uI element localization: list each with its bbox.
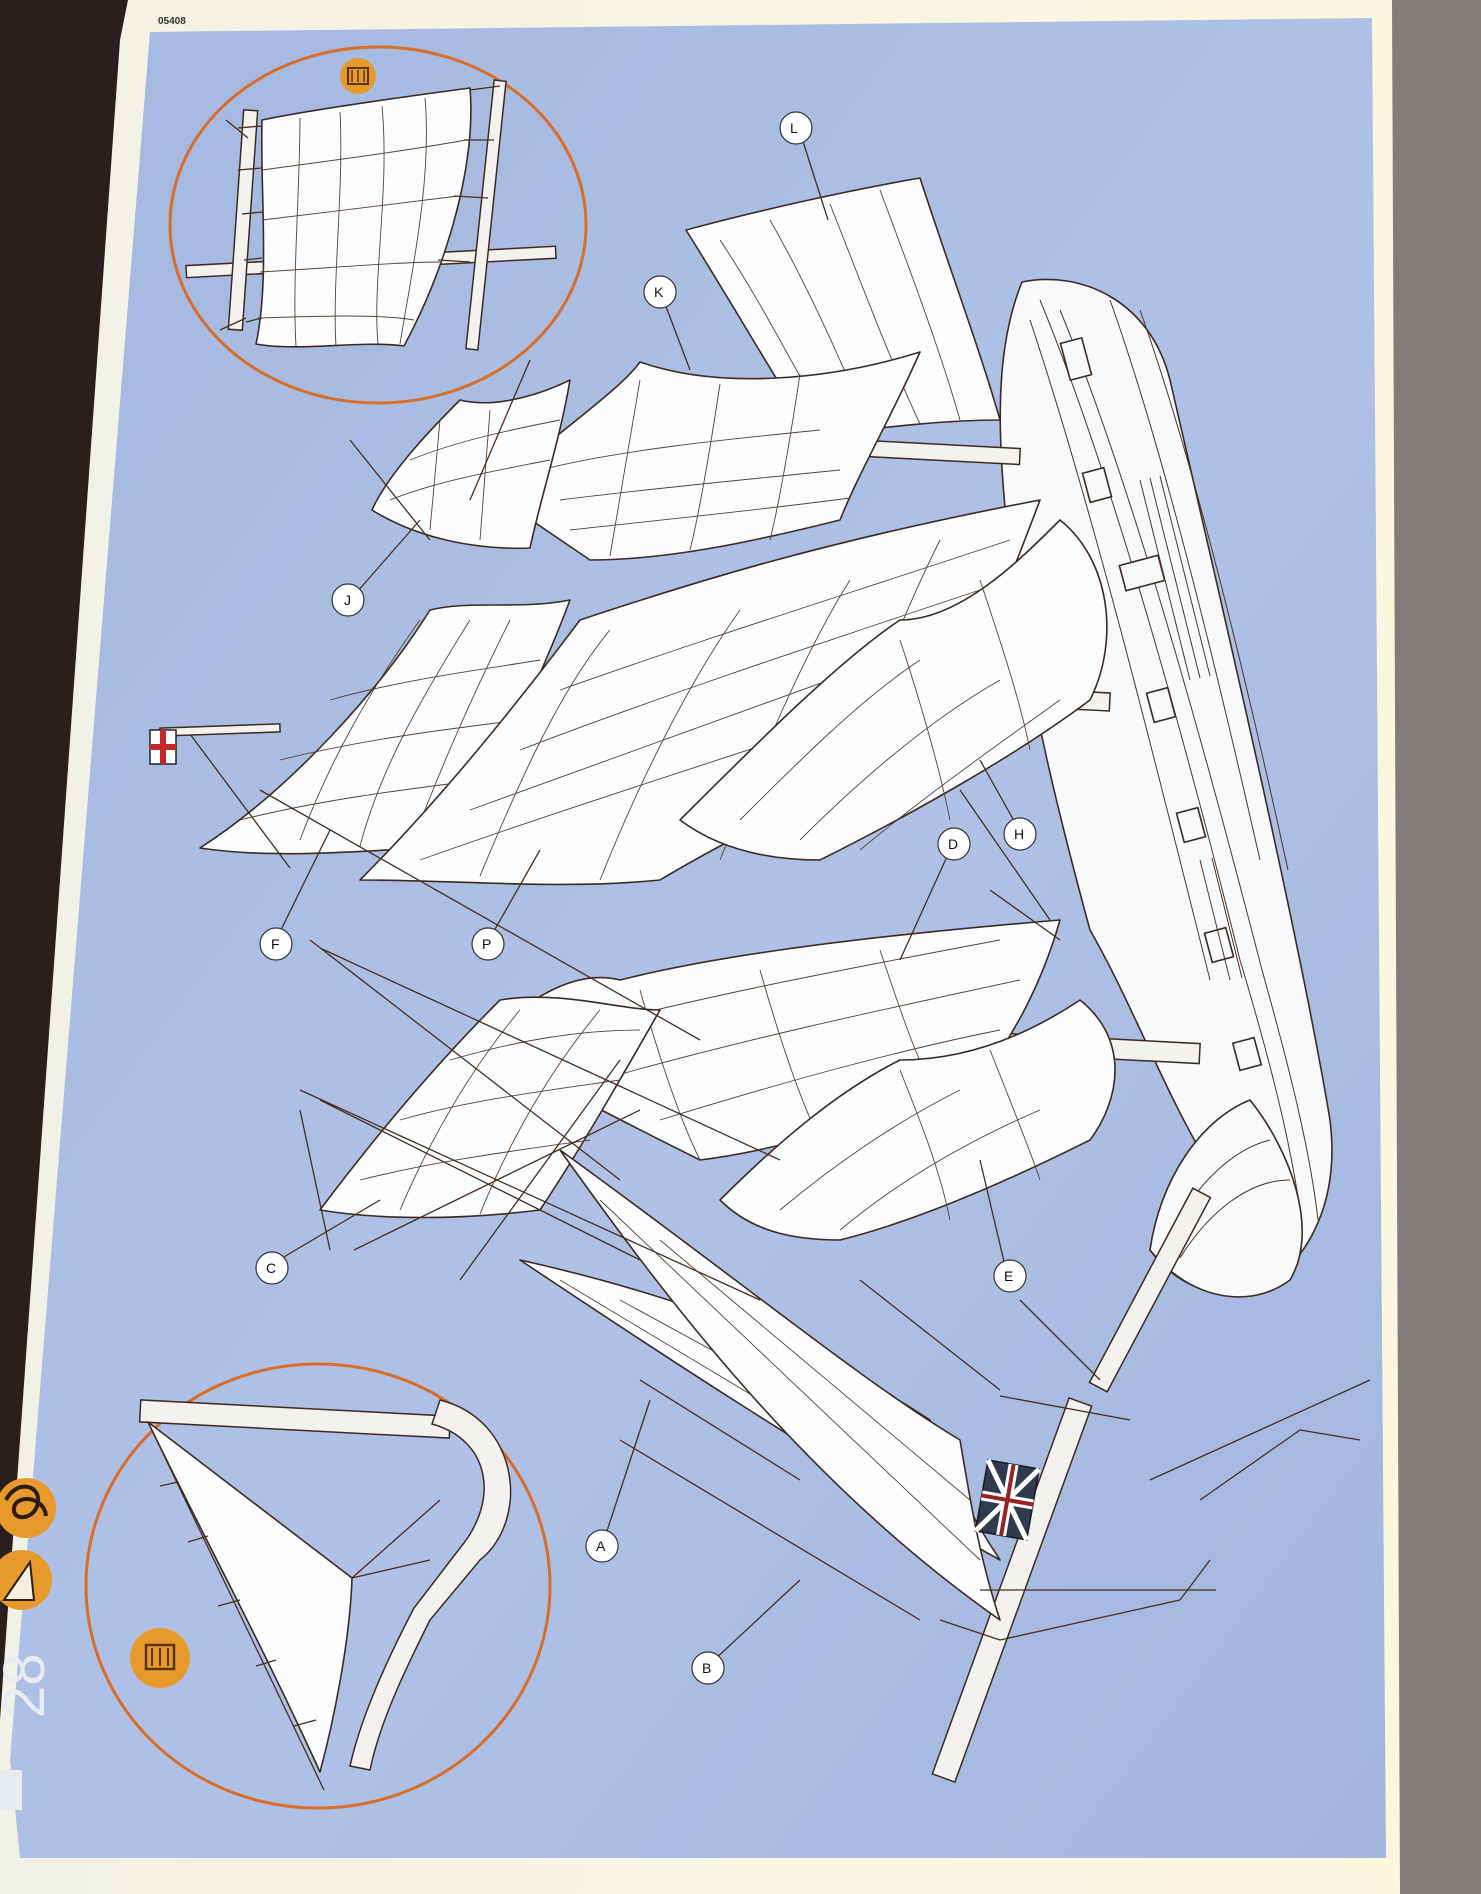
svg-text:D: D xyxy=(948,836,958,852)
svg-text:F: F xyxy=(271,936,280,952)
callout-p: P xyxy=(471,927,505,961)
svg-text:L: L xyxy=(790,120,798,136)
ship-hull xyxy=(999,278,1333,1298)
sail-k xyxy=(489,351,921,561)
sail-h xyxy=(679,519,1108,861)
sail-l xyxy=(685,177,1001,437)
page-number: 28 xyxy=(0,1653,57,1718)
sail-e xyxy=(719,999,1116,1241)
sail-j xyxy=(371,379,571,550)
callout-e: E xyxy=(993,1259,1027,1293)
svg-text:E: E xyxy=(1004,1268,1013,1284)
flags xyxy=(149,723,1041,1542)
svg-text:K: K xyxy=(654,284,664,300)
callout-h: H xyxy=(1003,817,1037,851)
sails xyxy=(199,177,1116,1621)
detail-circle-bottom xyxy=(84,1362,552,1810)
svg-text:C: C xyxy=(266,1260,276,1276)
sail-b xyxy=(559,1149,1001,1621)
callout-a: A xyxy=(585,1529,619,1563)
svg-text:A: A xyxy=(596,1538,606,1554)
page-code: 05408 xyxy=(158,16,186,27)
callout-c: C xyxy=(255,1251,289,1285)
callouts: L K J F P D H xyxy=(255,111,1037,1685)
detail-circle-top xyxy=(168,45,588,405)
svg-text:H: H xyxy=(1014,826,1024,842)
svg-text:J: J xyxy=(344,592,351,608)
callout-l: L xyxy=(779,111,813,145)
callout-j: J xyxy=(331,583,365,617)
svg-text:P: P xyxy=(482,936,491,952)
hull-gunports xyxy=(1059,336,1263,1072)
union-jack-flag-icon xyxy=(973,1458,1041,1542)
callout-d: D xyxy=(937,827,971,861)
side-icons: 28 xyxy=(0,1478,57,1810)
rigging xyxy=(189,359,1371,1641)
rope-knot-icon xyxy=(0,1478,56,1538)
callout-f: F xyxy=(259,927,293,961)
sail-c xyxy=(319,996,661,1219)
svg-text:B: B xyxy=(702,1660,711,1676)
callout-k: K xyxy=(643,275,677,309)
callout-b: B xyxy=(691,1651,725,1685)
